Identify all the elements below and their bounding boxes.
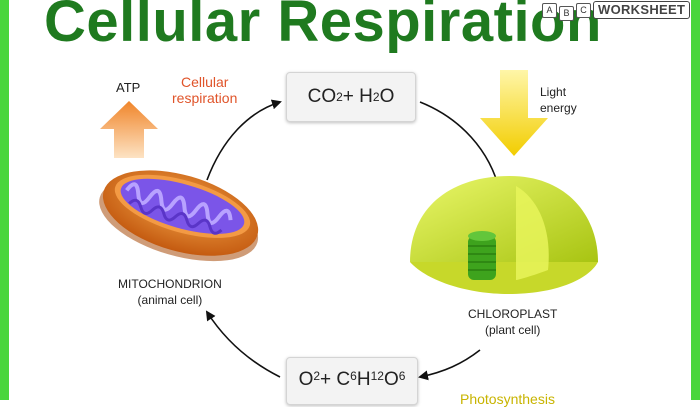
atp-arrow-icon bbox=[100, 101, 158, 158]
logo-letter-a: A bbox=[542, 2, 557, 18]
arrow-to-co2 bbox=[206, 99, 282, 181]
mitochondrion-note: (animal cell) bbox=[137, 293, 203, 307]
cellular-respiration-label: Cellular respiration bbox=[172, 74, 237, 106]
chloroplast-icon bbox=[410, 176, 598, 294]
mitochondrion-icon bbox=[99, 170, 259, 262]
logo-text: WORKSHEET bbox=[593, 1, 691, 19]
arrow-to-o2 bbox=[418, 349, 481, 381]
mitochondrion-label: MITOCHONDRION (animal cell) bbox=[118, 276, 222, 308]
logo-letter-c: C bbox=[576, 2, 591, 18]
photosynthesis-label: Photosynthesis bbox=[460, 391, 555, 407]
light-energy-line-1: Light bbox=[540, 85, 567, 99]
atp-label: ATP bbox=[116, 80, 141, 95]
light-energy-line-2: energy bbox=[540, 101, 577, 115]
arrow-to-mitochondrion bbox=[205, 310, 281, 378]
mitochondrion-name: MITOCHONDRION bbox=[118, 277, 222, 291]
light-energy-label: Light energy bbox=[540, 84, 577, 116]
light-energy-arrow-icon bbox=[480, 70, 548, 156]
thylakoid-stack-icon bbox=[468, 231, 496, 280]
chloroplast-label: CHLOROPLAST (plant cell) bbox=[468, 306, 557, 338]
chloroplast-note: (plant cell) bbox=[485, 323, 541, 337]
page-title: Cellular Respiration bbox=[44, 0, 602, 54]
cellular-respiration-line-1: Cellular bbox=[180, 74, 229, 90]
logo-letter-b: B bbox=[559, 5, 574, 21]
chloroplast-name: CHLOROPLAST bbox=[468, 307, 558, 321]
worksheet-logo: A B C WORKSHEET bbox=[542, 0, 691, 21]
cellular-respiration-line-2: respiration bbox=[172, 90, 238, 106]
